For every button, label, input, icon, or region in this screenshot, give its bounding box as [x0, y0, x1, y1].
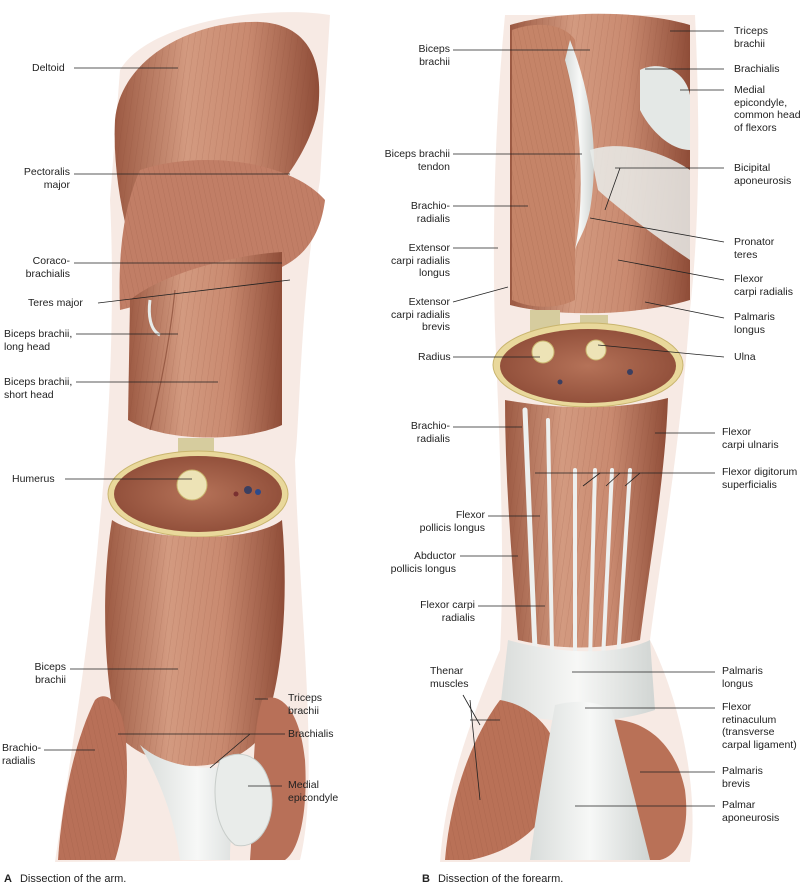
label-brachioradialis-upper: Brachio- radialis: [410, 200, 450, 225]
label-teres-major: Teres major: [28, 297, 83, 309]
medial-epicondyle-forearm-shape: [640, 66, 690, 150]
label-pronator-teres: Pronator teres: [734, 236, 775, 261]
label-medial-epicondyle-arm: Medial epicondyle: [288, 779, 339, 804]
label-triceps-brachii-forearm: Triceps brachii: [734, 25, 769, 50]
caption-forearm-text: Dissection of the forearm.: [437, 873, 564, 885]
label-brachioradialis-lower: Brachio- radialis: [410, 420, 450, 445]
label-palmaris-longus-lower: Palmaris longus: [722, 665, 763, 690]
label-biceps-brachii-arm: Biceps brachii: [34, 661, 66, 686]
label-flexor-pollicis-longus: Flexor pollicis longus: [419, 509, 485, 534]
caption-arm-text: Dissection of the arm.: [19, 873, 127, 885]
label-ulna: Ulna: [734, 351, 756, 363]
label-palmar-aponeurosis: Palmar aponeurosis: [722, 799, 780, 824]
caption-arm: A Dissection of the arm.: [4, 873, 126, 885]
caption-forearm: B Dissection of the forearm.: [422, 873, 563, 885]
label-brachialis-arm: Brachialis: [288, 728, 334, 740]
label-radius: Radius: [418, 351, 451, 363]
label-triceps-brachii-arm: Triceps brachii: [288, 692, 323, 717]
label-biceps-tendon: Biceps brachii tendon: [384, 148, 450, 173]
palmar-aponeurosis-shape: [530, 701, 650, 860]
label-brachialis-forearm: Brachialis: [734, 63, 780, 75]
label-flexor-carpi-radialis-left: Flexor carpi radialis: [420, 599, 475, 624]
flexor-retinaculum-shape: [500, 640, 655, 722]
label-medial-epicondyle-forearm: Medial epicondyle, common head of flexor…: [734, 84, 801, 134]
label-bicipital-aponeurosis: Bicipital aponeurosis: [734, 162, 792, 187]
forearm-cross-section-muscle: [500, 329, 676, 403]
caption-forearm-letter: B: [422, 873, 430, 885]
biceps-tendon-shape: [565, 40, 594, 250]
leader-lines: [44, 30, 725, 807]
label-brachioradialis-arm: Brachio- radialis: [2, 742, 42, 767]
label-flexor-carpi-radialis-right: Flexor carpi radialis: [734, 273, 793, 298]
label-thenar-muscles: Thenar muscles: [430, 665, 469, 690]
ulna-section: [585, 339, 607, 361]
label-flexor-retinaculum: Flexor retinaculum (transverse carpal li…: [722, 701, 797, 751]
label-flexor-digitorum-superficialis: Flexor digitorum superficialis: [722, 466, 798, 491]
label-coracobrachialis: Coraco- brachialis: [25, 255, 70, 280]
label-biceps-short-head: Biceps brachii, short head: [4, 376, 73, 401]
label-biceps-long-head: Biceps brachii, long head: [4, 328, 73, 353]
label-palmaris-longus-upper: Palmaris longus: [734, 311, 775, 336]
arm-illustration: [55, 12, 330, 862]
radius-section: [531, 340, 555, 364]
label-extensor-carpi-radialis-longus: Extensor carpi radialis longus: [391, 242, 450, 279]
humerus-section: [176, 469, 208, 501]
label-pectoralis-major: Pectoralis major: [23, 166, 70, 191]
label-abductor-pollicis-longus: Abductor pollicis longus: [390, 550, 456, 575]
label-flexor-carpi-ulnaris: Flexor carpi ulnaris: [722, 426, 779, 451]
label-extensor-carpi-radialis-brevis: Extensor carpi radialis brevis: [391, 296, 450, 333]
label-palmaris-brevis: Palmaris brevis: [722, 765, 763, 790]
label-biceps-brachii-forearm: Biceps brachii: [418, 43, 450, 68]
medial-epicondyle-shape: [214, 753, 273, 847]
forearm-tendons: [522, 407, 632, 662]
forearm-illustration: [440, 13, 699, 862]
label-humerus: Humerus: [12, 473, 55, 485]
label-deltoid: Deltoid: [32, 62, 65, 74]
caption-arm-letter: A: [4, 873, 12, 885]
